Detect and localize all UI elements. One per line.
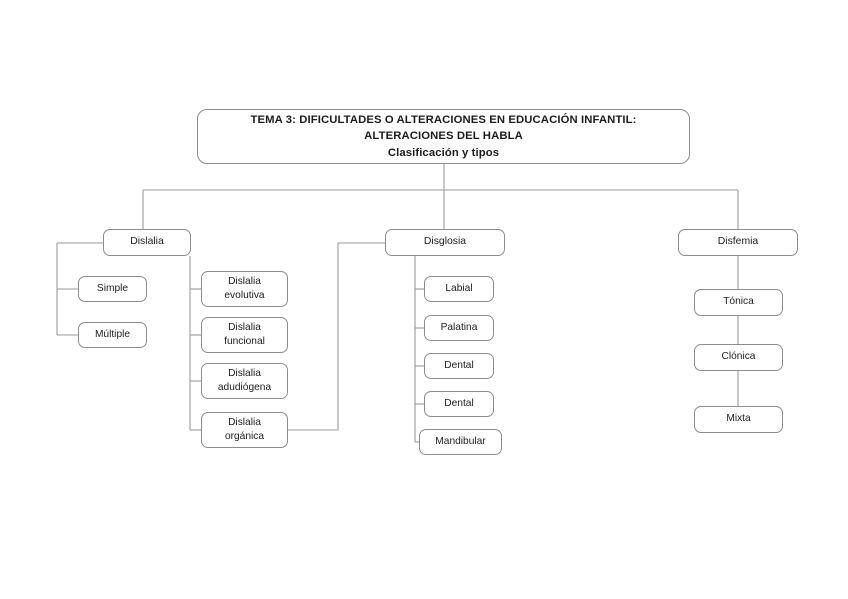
node-dental-1[interactable]: Dental [424, 353, 494, 379]
node-dislalia-funcional-label: Dislalia funcional [224, 322, 265, 347]
node-multiple-label: Múltiple [94, 328, 131, 340]
node-clonica-label: Clónica [721, 351, 756, 363]
node-dislalia[interactable]: Dislalia [103, 229, 191, 256]
node-disglosia-label: Disglosia [423, 236, 467, 248]
node-dislalia-evolutiva[interactable]: Dislalia evolutiva [201, 271, 288, 307]
node-dislalia-evolutiva-label: Dislalia evolutiva [224, 276, 265, 301]
node-labial-label: Labial [445, 282, 473, 294]
node-clonica[interactable]: Clónica [694, 344, 783, 371]
node-tonica-label: Tónica [723, 296, 754, 308]
node-disfemia[interactable]: Disfemia [678, 229, 798, 256]
node-dental-2-label: Dental [444, 397, 474, 409]
node-labial[interactable]: Labial [424, 276, 494, 302]
node-dental-2[interactable]: Dental [424, 391, 494, 417]
node-dislalia-label: Dislalia [130, 236, 164, 248]
node-dislalia-adudiogena[interactable]: Dislalia adudiógena [201, 363, 288, 399]
node-mixta-label: Mixta [726, 413, 751, 425]
node-mandibular[interactable]: Mandibular [419, 429, 502, 455]
node-dislalia-organica-label: Dislalia orgánica [224, 417, 265, 442]
connector-organica-to-disglosia [288, 242, 385, 431]
node-palatina[interactable]: Palatina [424, 315, 494, 341]
diagram-title-box: TEMA 3: DIFICULTADES O ALTERACIONES EN E… [197, 109, 690, 164]
node-simple-label: Simple [96, 282, 129, 294]
node-simple[interactable]: Simple [78, 276, 147, 302]
node-palatina-label: Palatina [440, 321, 478, 333]
node-tonica[interactable]: Tónica [694, 289, 783, 316]
node-mandibular-label: Mandibular [435, 435, 486, 447]
diagram-title-text: TEMA 3: DIFICULTADES O ALTERACIONES EN E… [250, 113, 637, 159]
node-mixta[interactable]: Mixta [694, 406, 783, 433]
node-multiple[interactable]: Múltiple [78, 322, 147, 348]
node-dislalia-adudiogena-label: Dislalia adudiógena [217, 368, 272, 393]
node-dental-1-label: Dental [444, 359, 474, 371]
node-disglosia[interactable]: Disglosia [385, 229, 505, 256]
node-dislalia-organica[interactable]: Dislalia orgánica [201, 412, 288, 448]
node-dislalia-funcional[interactable]: Dislalia funcional [201, 317, 288, 353]
node-disfemia-label: Disfemia [717, 236, 759, 248]
